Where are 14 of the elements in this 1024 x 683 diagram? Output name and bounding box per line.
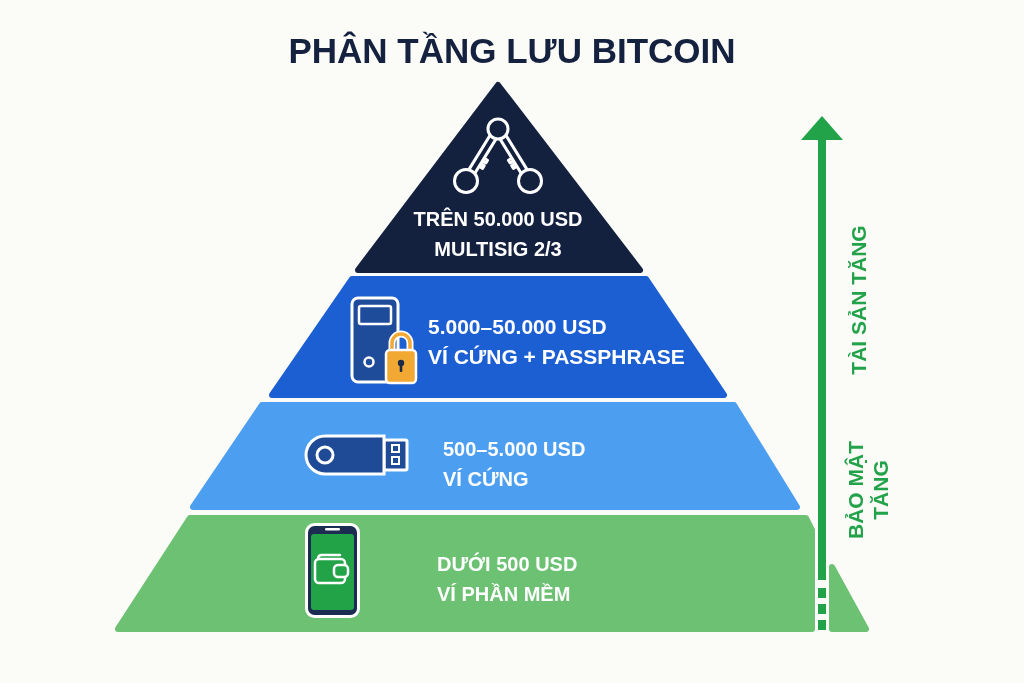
pyramid-tier	[190, 402, 800, 510]
tier-subtitle: VÍ PHẦN MỀM	[437, 582, 571, 607]
tier-title: TRÊN 50.000 USD	[413, 206, 583, 232]
axis-label: BẢO MẬT TĂNG	[843, 440, 893, 541]
pyramid-tier	[355, 82, 643, 273]
tier-title: DƯỚI 500 USD	[437, 551, 578, 577]
tier-title: 5.000–50.000 USD	[428, 314, 607, 340]
tier-title: 500–5.000 USD	[443, 437, 586, 462]
diagram-title: PHÂN TẦNG LƯU BITCOIN	[288, 30, 736, 72]
tier-subtitle: VÍ CỨNG	[443, 466, 529, 492]
axis-label: TÀI SẢN TĂNG	[845, 224, 871, 377]
tier-subtitle: VÍ CỨNG + PASSPHRASE	[428, 344, 685, 370]
tier-subtitle: MULTISIG 2/3	[434, 237, 562, 262]
pyramid-tier	[269, 276, 727, 398]
